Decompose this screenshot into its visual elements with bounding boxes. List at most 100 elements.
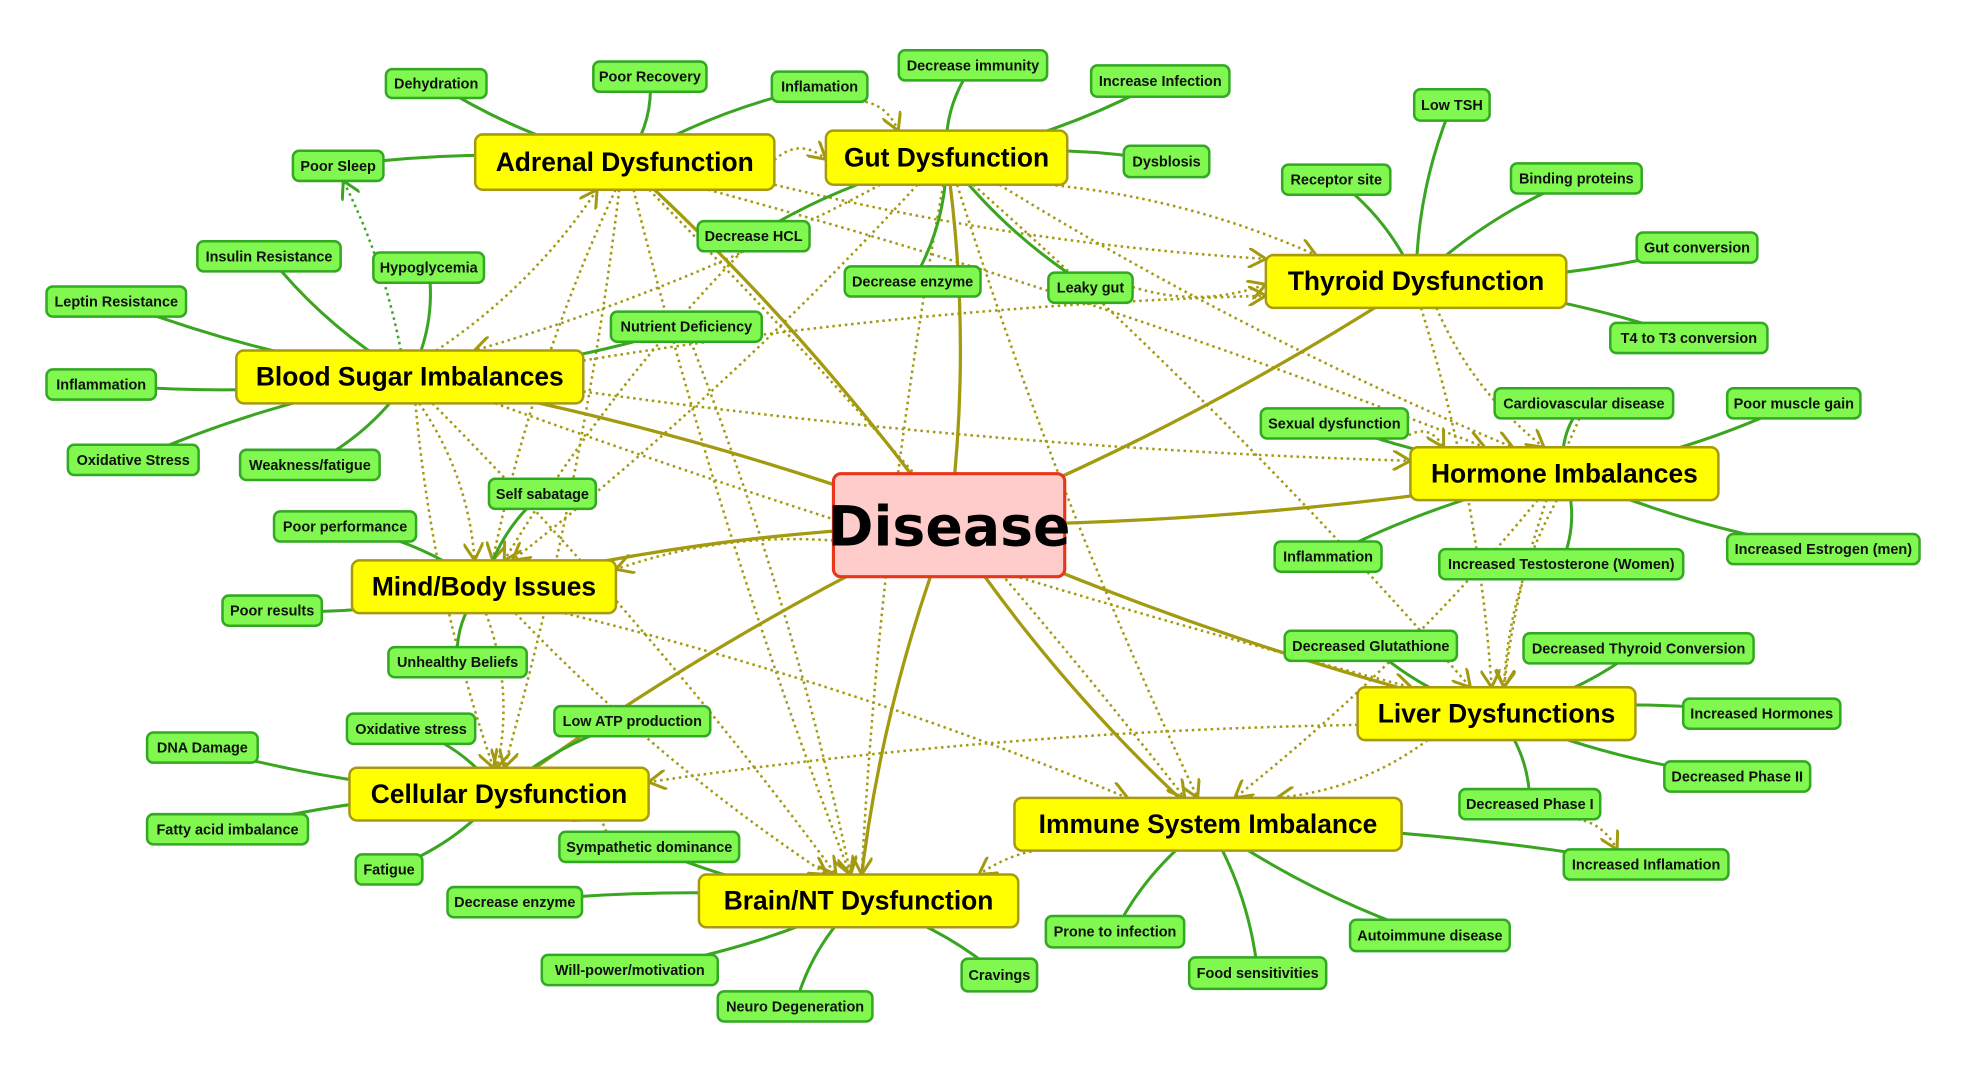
cross-link-arrow xyxy=(1558,817,1617,850)
node-mind-body-issues[interactable]: Mind/Body Issues xyxy=(350,559,618,615)
leaf-inflammation[interactable]: Inflammation xyxy=(1273,540,1383,573)
node-label: Cellular Dysfunction xyxy=(371,779,628,809)
leaf-dehydration[interactable]: Dehydration xyxy=(384,67,488,100)
cross-link-arrow xyxy=(972,183,1470,688)
node-blood-sugar-imbalances[interactable]: Blood Sugar Imbalances xyxy=(235,349,585,405)
leaf-low-atp-production[interactable]: Low ATP production xyxy=(553,704,712,738)
node-hormone-imbalances[interactable]: Hormone Imbalances xyxy=(1409,446,1720,502)
disease-link-line xyxy=(623,160,951,527)
leaf-label: Sexual dysfunction xyxy=(1268,416,1400,432)
leaf-cravings[interactable]: Cravings xyxy=(960,957,1039,993)
leaf-label: Decrease enzyme xyxy=(454,895,575,911)
node-adrenal-dysfunction[interactable]: Adrenal Dysfunction xyxy=(473,133,776,191)
leaf-label: Increased Testosterone (Women) xyxy=(1448,557,1675,573)
cross-link-arrow xyxy=(564,611,1127,798)
leaf-low-tsh[interactable]: Low TSH xyxy=(1412,87,1491,122)
node-label: Adrenal Dysfunction xyxy=(496,147,754,177)
leaf-label: Low TSH xyxy=(1421,98,1483,114)
leaf-label: Autoimmune disease xyxy=(1357,928,1502,944)
leaf-will-power-motivation[interactable]: Will-power/motivation xyxy=(540,953,720,987)
node-label: Mind/Body Issues xyxy=(372,572,596,602)
leaf-label: Dysblosis xyxy=(1132,154,1200,170)
leaf-label: Dehydration xyxy=(394,77,478,93)
leaf-leaky-gut[interactable]: Leaky gut xyxy=(1047,271,1134,305)
cross-link-arrow xyxy=(418,402,475,560)
leaf-poor-sleep[interactable]: Poor Sleep xyxy=(291,149,385,183)
leaf-decreased-phase-ii[interactable]: Decreased Phase II xyxy=(1663,760,1812,793)
leaf-hypoglycemia[interactable]: Hypoglycemia xyxy=(372,251,486,284)
leaf-unhealthy-beliefs[interactable]: Unhealthy Beliefs xyxy=(387,645,528,679)
leaf-increased-testosterone[interactable]: Increased Testosterone (Women) xyxy=(1438,547,1685,581)
leaf-cardiovascular-disease[interactable]: Cardiovascular disease xyxy=(1493,386,1675,420)
cross-link-arrow xyxy=(998,183,1512,448)
leaf-decreased-thyroid-conversion[interactable]: Decreased Thyroid Conversion xyxy=(1522,632,1755,665)
leaf-label: T4 to T3 conversion xyxy=(1621,331,1757,347)
leaf-decrease-enzyme[interactable]: Decrease enzyme xyxy=(446,885,584,919)
leaf-label: Fatigue xyxy=(363,863,414,879)
leaf-oxidative-stress[interactable]: Oxidative stress xyxy=(345,712,477,746)
leaf-poor-performance[interactable]: Poor performance xyxy=(272,510,418,543)
leaf-fatty-acid-imbalance[interactable]: Fatty acid imbalance xyxy=(145,812,310,846)
leaf-prone-to-infection[interactable]: Prone to infection xyxy=(1044,914,1186,949)
node-gut-dysfunction[interactable]: Gut Dysfunction xyxy=(824,129,1069,186)
leaf-increase-infection[interactable]: Increase Infection xyxy=(1089,64,1231,99)
leaf-decreased-phase-i[interactable]: Decreased Phase I xyxy=(1458,787,1602,821)
leaf-neuro-degeneration[interactable]: Neuro Degeneration xyxy=(716,990,874,1023)
leaf-label: Decrease immunity xyxy=(907,58,1039,74)
leaf-sympathetic-dominance[interactable]: Sympathetic dominance xyxy=(558,830,741,864)
leaf-weakness-fatigue[interactable]: Weakness/fatigue xyxy=(238,448,381,482)
leaf-poor-recovery[interactable]: Poor Recovery xyxy=(592,60,708,93)
leaf-gut-conversion[interactable]: Gut conversion xyxy=(1635,231,1759,264)
leaf-decrease-immunity[interactable]: Decrease immunity xyxy=(897,49,1049,82)
leaf-dysblosis[interactable]: Dysblosis xyxy=(1122,144,1211,179)
node-thyroid-dysfunction[interactable]: Thyroid Dysfunction xyxy=(1264,253,1568,310)
leaf-dna-damage[interactable]: DNA Damage xyxy=(145,731,259,764)
leaf-label: Receptor site xyxy=(1291,173,1382,189)
leaf-inflammation[interactable]: Inflammation xyxy=(45,368,158,401)
node-brain-nt-dysfunction[interactable]: Brain/NT Dysfunction xyxy=(697,873,1020,929)
leaf-increased-hormones[interactable]: Increased Hormones xyxy=(1681,697,1842,731)
leaf-label: Binding proteins xyxy=(1519,171,1634,187)
node-liver-dysfunctions[interactable]: Liver Dysfunctions xyxy=(1356,686,1637,742)
leaf-label: Increased Inflamation xyxy=(1572,857,1720,873)
leaf-poor-muscle-gain[interactable]: Poor muscle gain xyxy=(1725,386,1862,420)
leaf-label: Decreased Phase II xyxy=(1671,770,1803,786)
leaf-autoimmune-disease[interactable]: Autoimmune disease xyxy=(1348,918,1511,953)
leaf-insulin-resistance[interactable]: Insulin Resistance xyxy=(196,239,342,273)
leaf-fatigue[interactable]: Fatigue xyxy=(354,853,424,886)
leaf-label: Poor Sleep xyxy=(300,159,376,175)
leaf-label: Increased Hormones xyxy=(1690,707,1833,723)
node-label: Hormone Imbalances xyxy=(1431,458,1698,488)
leaf-leptin-resistance[interactable]: Leptin Resistance xyxy=(45,285,188,318)
leaf-label: Decrease HCL xyxy=(705,229,803,245)
cross-link-arrow xyxy=(707,188,1485,448)
leaf-sexual-dysfunction[interactable]: Sexual dysfunction xyxy=(1259,407,1410,440)
leaf-label: Inflamation xyxy=(781,80,858,96)
leaf-inflamation[interactable]: Inflamation xyxy=(770,70,869,104)
node-label: Disease xyxy=(828,495,1071,559)
cross-link-arrow xyxy=(846,99,899,131)
leaf-label: Decrease enzyme xyxy=(852,274,973,290)
leaf-poor-results[interactable]: Poor results xyxy=(221,594,324,627)
leaf-label: Poor results xyxy=(230,604,314,620)
leaf-label: Increased Estrogen (men) xyxy=(1735,542,1913,558)
leaf-self-sabatage[interactable]: Self sabatage xyxy=(487,477,598,511)
leaf-t4-to-t3-conversion[interactable]: T4 to T3 conversion xyxy=(1609,321,1769,355)
leaf-binding-proteins[interactable]: Binding proteins xyxy=(1509,162,1643,195)
node-disease[interactable]: Disease xyxy=(828,472,1071,579)
leaf-decrease-enzyme[interactable]: Decrease enzyme xyxy=(843,265,982,298)
leaf-increased-estrogen[interactable]: Increased Estrogen (men) xyxy=(1725,532,1921,566)
leaf-label: Inflammation xyxy=(1283,550,1373,566)
leaf-nutrient-deficiency[interactable]: Nutrient Deficiency xyxy=(609,310,764,344)
leaf-increased-inflamation[interactable]: Increased Inflamation xyxy=(1562,848,1730,881)
leaf-label: Weakness/fatigue xyxy=(249,458,371,474)
leaf-food-sensitivities[interactable]: Food sensitivities xyxy=(1187,956,1328,991)
leaf-decrease-hcl[interactable]: Decrease HCL xyxy=(696,219,811,253)
node-cellular-dysfunction[interactable]: Cellular Dysfunction xyxy=(348,766,650,822)
cross-link-arrow xyxy=(616,537,834,569)
leaf-label: Food sensitivities xyxy=(1197,966,1319,982)
leaf-receptor-site[interactable]: Receptor site xyxy=(1280,163,1392,197)
node-immune-system-imbalance[interactable]: Immune System Imbalance xyxy=(1013,796,1403,852)
leaf-decreased-glutathione[interactable]: Decreased Glutathione xyxy=(1283,629,1459,663)
leaf-oxidative-stress[interactable]: Oxidative Stress xyxy=(66,443,200,477)
